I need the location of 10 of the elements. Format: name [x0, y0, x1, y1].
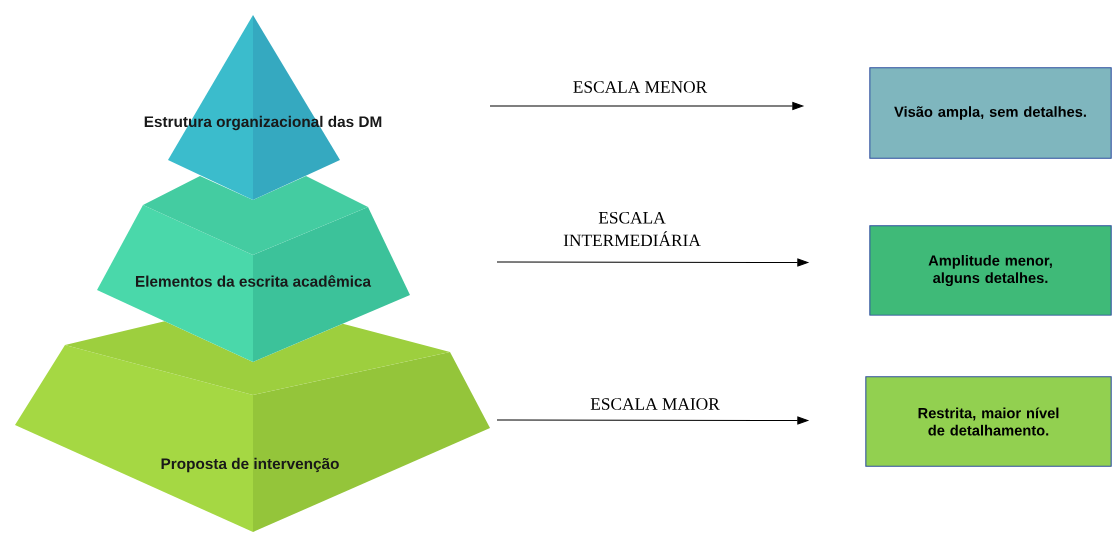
edge-label: ESCALA MENOR — [573, 81, 708, 93]
text-box: Amplitude menor, alguns detalhes. — [869, 225, 1112, 316]
edge-label: ESCALA INTERMEDIÁRIA — [563, 211, 701, 247]
text-box: Visão ampla, sem detalhes. — [869, 67, 1112, 159]
tier-label: Elementos da escrita acadêmica — [136, 275, 372, 287]
pyramid-tier — [97, 176, 410, 362]
tier-label: Proposta de intervenção — [161, 457, 339, 473]
text-box: Restrita, maior nível de detalhamento. — [865, 376, 1112, 467]
pyramid-tier — [15, 321, 490, 532]
edge-label: ESCALA MAIOR — [590, 398, 720, 410]
